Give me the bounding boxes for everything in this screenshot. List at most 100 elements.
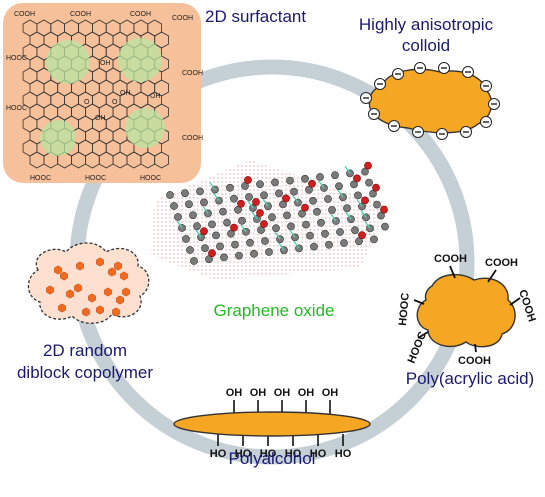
carbon-atom [193, 222, 201, 231]
polyalcohol-ho-label: HO [335, 448, 352, 460]
edge-carboxyl-label: HOOC [140, 175, 161, 182]
hydroxyl-label: OH [100, 60, 111, 67]
copolymer-hexagon [88, 293, 96, 303]
carbon-atom [275, 189, 283, 198]
copolymer-illustration [27, 242, 150, 324]
carbon-atom [260, 191, 268, 200]
carbon-atom [271, 178, 279, 187]
label-poly-acrylic-acid: Poly(acrylic acid) [406, 369, 534, 388]
polyalcohol-oh-label: OH [322, 387, 339, 399]
copolymer-hexagon [46, 285, 54, 295]
carbon-atom [238, 216, 246, 225]
paa-group-bottom-left: HOOC [406, 330, 430, 365]
polyalcohol-ho-label: HO [310, 448, 327, 460]
carbon-atom [170, 202, 178, 210]
hydrogen-bond [292, 195, 299, 204]
carbon-atom [185, 200, 193, 209]
polyalcohol-ho-label: HO [235, 448, 252, 460]
carbon-atom [283, 211, 291, 220]
hydrogen-bond [247, 200, 254, 209]
label-graphene-oxide: Graphene oxide [214, 301, 335, 320]
polyalcohol-oh-label: OH [250, 387, 267, 399]
edge-carboxyl-label: COOH [70, 11, 91, 18]
oxygen-atom [282, 194, 290, 203]
edge-carboxyl-label: HOOC [6, 105, 27, 112]
carbon-atom [230, 194, 238, 203]
hydrogen-bond [356, 198, 363, 207]
paa-group-top-right: COOH [485, 257, 518, 269]
hydrogen-bond [364, 220, 371, 229]
green-domain [40, 120, 76, 156]
hydrogen-bond [337, 189, 344, 198]
hydrogen-bond [293, 240, 300, 249]
carbon-atom [354, 191, 362, 200]
hydrogen-bond [202, 205, 209, 214]
oxygen-atom [252, 198, 260, 206]
oxygen-atom [380, 205, 388, 214]
label-copolymer-line2: diblock copolymer [17, 363, 153, 382]
green-domain [46, 40, 90, 84]
carbon-atom [336, 228, 344, 236]
surfactant-edge-groups: COOH COOH COOH COOH HOOC HOOC HOOC HOOC HOOC COOH… [6, 11, 203, 182]
paa-bond-top [449, 265, 456, 279]
copolymer-hex-blocks [46, 257, 130, 317]
carbon-atom [373, 200, 381, 209]
carbon-atom [220, 253, 228, 262]
carbon-atom [351, 226, 359, 235]
hydrogen-bond [274, 231, 281, 240]
edge-carboxyl-label: COOH [172, 15, 193, 22]
label-colloid-line2: colloid [402, 36, 450, 55]
carbon-atom [182, 235, 190, 243]
oxygen-atom [200, 227, 208, 236]
hydrogen-bond [195, 229, 202, 238]
edge-carboxyl-label: HOOC [85, 175, 106, 182]
hydroxyl-label: OH [120, 90, 131, 97]
edge-carboxyl-label: HOOC [30, 175, 51, 182]
green-domain [125, 108, 165, 148]
edge-carboxyl-label: HOOC [6, 55, 27, 62]
hydrogen-bond [278, 242, 285, 251]
surfactant-illustration: COOH COOH COOH COOH HOOC HOOC HOOC HOOC HOOC COOH… [3, 3, 203, 183]
copolymer-hexagon [114, 261, 122, 271]
edge-carboxyl-label: COOH [14, 11, 35, 18]
carbon-atom [245, 193, 253, 201]
oxygen-atom [353, 174, 361, 183]
graphene-oxide-illustration [150, 160, 390, 280]
copolymer-hexagon [66, 289, 74, 299]
hydrogen-bond [251, 211, 258, 220]
polyalcohol-oh-label: OH [274, 387, 291, 399]
hydrogen-bond [209, 182, 216, 191]
edge-carboxyl-label: COOH [182, 135, 203, 142]
carbon-atom [301, 174, 309, 183]
carbon-atom [331, 171, 339, 180]
paa-group-bottom: COOH [458, 355, 491, 367]
colloid-blob [368, 68, 493, 134]
copolymer-hexagon [120, 271, 128, 281]
hydrogen-bond [345, 211, 352, 220]
copolymer-hexagon [54, 265, 62, 275]
copolymer-hexagon [122, 287, 130, 297]
edge-carboxyl-label: COOH [130, 11, 151, 18]
carbon-atom [343, 204, 351, 213]
colloid-illustration [360, 62, 500, 140]
carbon-atom [381, 222, 389, 231]
polyalcohol-ho-label: HO [260, 448, 277, 460]
paa-group-right: COOH [516, 288, 538, 323]
copolymer-hexagon [108, 267, 116, 277]
carbon-atom [246, 238, 254, 247]
carbon-atom [290, 187, 298, 196]
polyalcohol-ho-label: HO [210, 448, 227, 460]
polyalcohol-oh-label: OH [298, 387, 315, 399]
oxygen-atom [237, 199, 245, 208]
carbon-atom [268, 213, 276, 222]
carbon-atom [223, 218, 231, 227]
paa-bond-left [413, 299, 425, 305]
carbon-atom [201, 244, 209, 253]
hydrogen-bond [318, 180, 325, 189]
lattice-hexagon [154, 151, 170, 169]
carbon-atom [208, 220, 216, 229]
copolymer-hexagon [112, 307, 120, 317]
